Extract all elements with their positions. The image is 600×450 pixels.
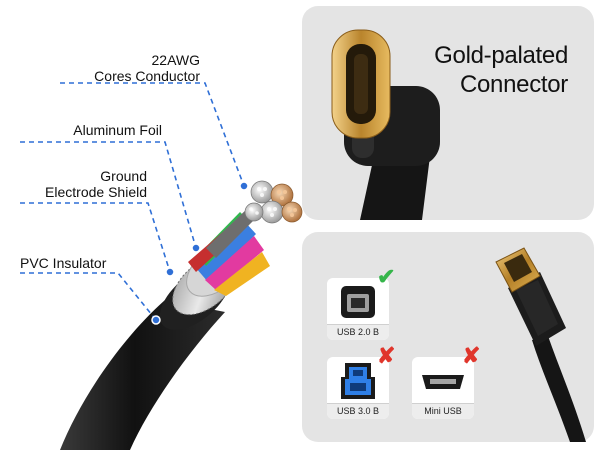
connector-title-line2: Connector xyxy=(459,71,568,98)
usb-b-connector-icon xyxy=(495,247,586,442)
usb-c-connector-icon xyxy=(331,29,440,220)
callout-pvc-insulator: PVC Insulator xyxy=(20,255,107,271)
cross-icon-usb3: ✘ xyxy=(377,343,396,368)
usb-2-b-card: USB 2.0 B xyxy=(327,278,389,340)
usb-2-b-port-icon xyxy=(341,286,375,318)
callout-cores-conductor: 22AWG Cores Conductor xyxy=(94,52,200,84)
callout-shield-line2: Electrode Shield xyxy=(45,184,147,200)
mini-usb-label: Mini USB xyxy=(412,403,474,419)
callout-line-shield xyxy=(20,202,171,273)
callout-dots xyxy=(151,181,249,325)
compatibility-panel: USB 2.0 B ✔ USB 3.0 B ✘ Mini USB ✘ xyxy=(302,232,594,442)
callout-line-insulator xyxy=(20,272,157,321)
callout-shield-line1: Ground xyxy=(100,168,147,184)
usb-3-b-port-icon xyxy=(341,363,375,399)
callout-cores-line2: Cores Conductor xyxy=(94,68,200,84)
callout-cores-line1: 22AWG xyxy=(151,52,201,68)
mini-usb-card: Mini USB xyxy=(412,357,474,419)
cross-icon-mini: ✘ xyxy=(462,343,481,368)
mini-usb-port-icon xyxy=(422,375,464,389)
usb-3-b-label: USB 3.0 B xyxy=(327,403,389,419)
connector-panel: Gold-palated Connector xyxy=(302,6,594,220)
callout-ground-shield: Ground Electrode Shield xyxy=(45,168,147,200)
cores-conductor xyxy=(244,180,303,224)
usb-3-b-card: USB 3.0 B xyxy=(327,357,389,419)
callout-lines xyxy=(20,82,245,321)
usb-2-b-label: USB 2.0 B xyxy=(327,324,389,340)
callout-line-foil xyxy=(20,141,197,249)
connector-title-line1: Gold-palated xyxy=(434,42,568,69)
callout-aluminum-foil: Aluminum Foil xyxy=(73,122,162,138)
callout-line-cores xyxy=(60,82,245,187)
check-icon: ✔ xyxy=(377,264,396,289)
connector-title: Gold-palated Connector xyxy=(434,41,568,99)
